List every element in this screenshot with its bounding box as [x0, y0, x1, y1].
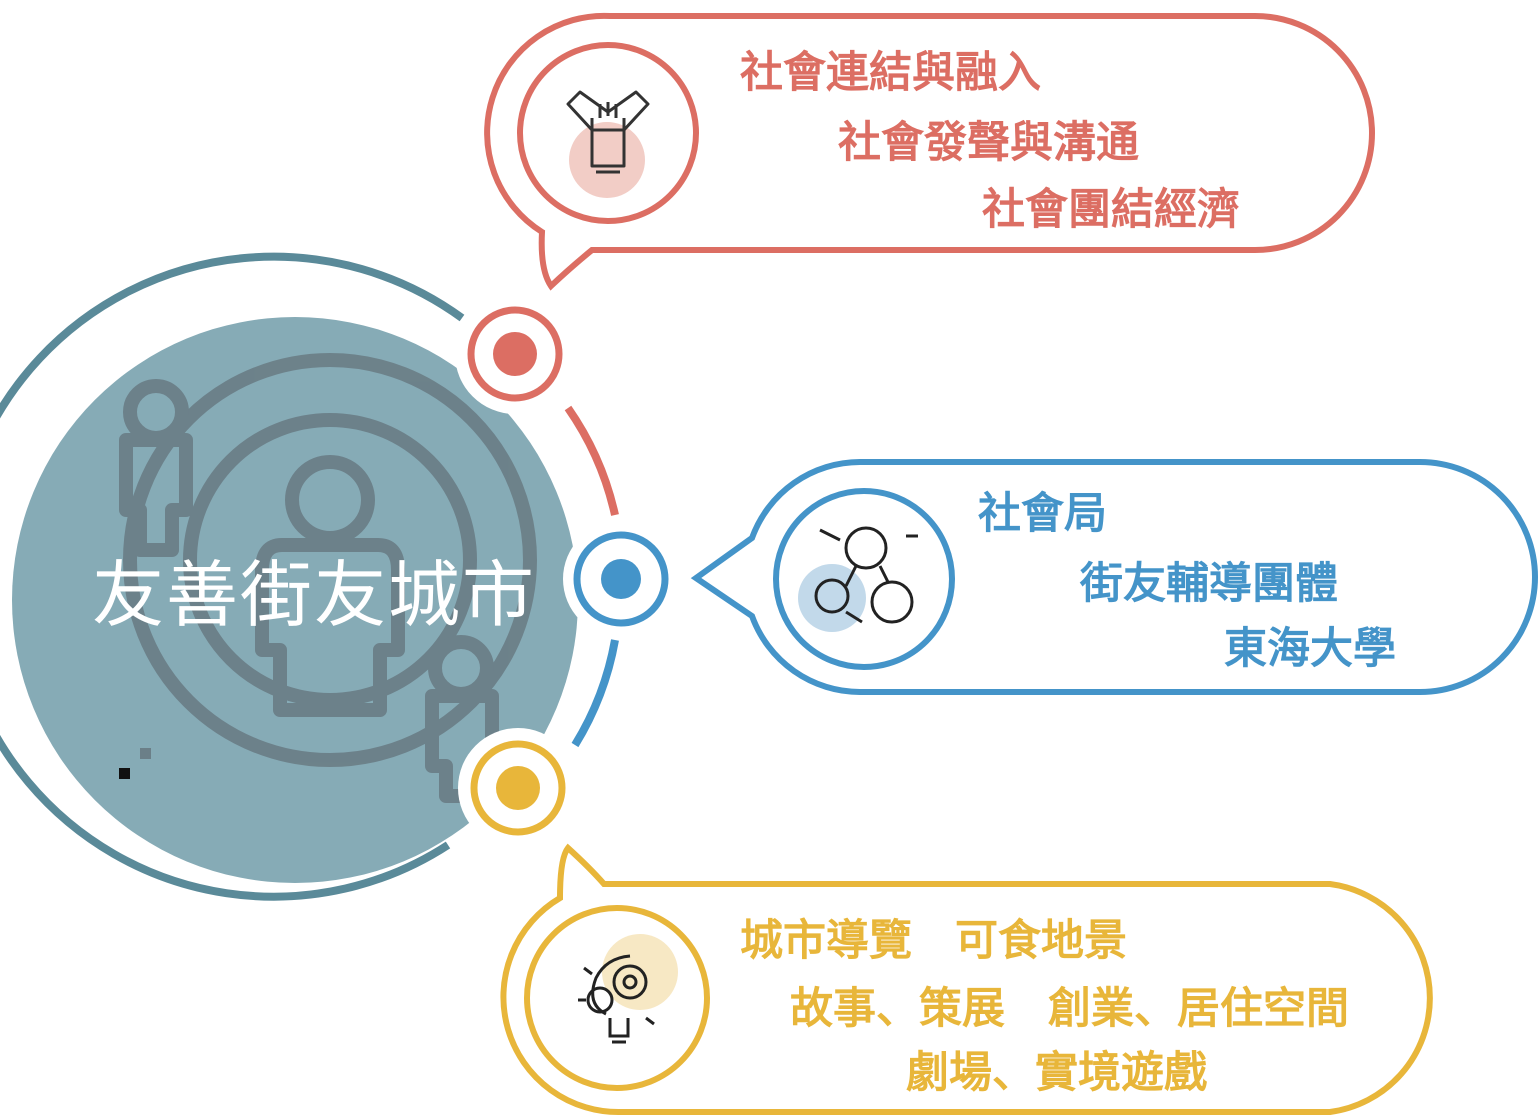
bottom-line-1: 城市導覽 可食地景 — [740, 916, 1127, 966]
marker-square-grey — [140, 748, 151, 759]
marker-square — [119, 768, 130, 779]
bubble-bottom-icon-ring — [524, 905, 710, 1091]
idea-gears-icon — [578, 954, 655, 1044]
bubble-middle-icon-blob — [798, 564, 866, 632]
hub-title: 友善街友城市 — [92, 553, 537, 637]
bubble-bottom-outline — [500, 843, 1433, 1116]
handshake-icon — [566, 90, 650, 174]
middle-line-3: 東海大學 — [1224, 624, 1396, 674]
top-line-2: 社會發聲與溝通 — [838, 118, 1139, 168]
node-yellow — [458, 728, 578, 848]
bubble-top-icon-blob — [569, 122, 645, 198]
middle-line-1: 社會局 — [978, 489, 1107, 539]
arc-red — [564, 405, 619, 516]
node-blue — [563, 521, 679, 637]
bubble-middle-outline — [690, 459, 1538, 695]
arc-blue — [571, 639, 619, 748]
bottom-line-2: 故事、策展 創業、居住空間 — [790, 984, 1349, 1034]
people-group-icon — [119, 353, 537, 803]
middle-line-2: 街友輔導團體 — [1080, 559, 1338, 609]
top-line-3: 社會團結經濟 — [982, 185, 1240, 235]
network-people-icon — [814, 526, 918, 624]
top-line-1: 社會連結與融入 — [740, 48, 1041, 98]
hub-outer-ring — [0, 252, 465, 901]
bubble-top-icon-ring — [517, 42, 699, 224]
bottom-line-3: 劇場、實境遊戲 — [906, 1048, 1207, 1098]
bubble-bottom-icon-blob — [602, 934, 678, 1010]
node-red — [455, 294, 575, 414]
bubble-middle-icon-ring — [773, 488, 955, 670]
bubble-top-outline — [484, 12, 1375, 291]
